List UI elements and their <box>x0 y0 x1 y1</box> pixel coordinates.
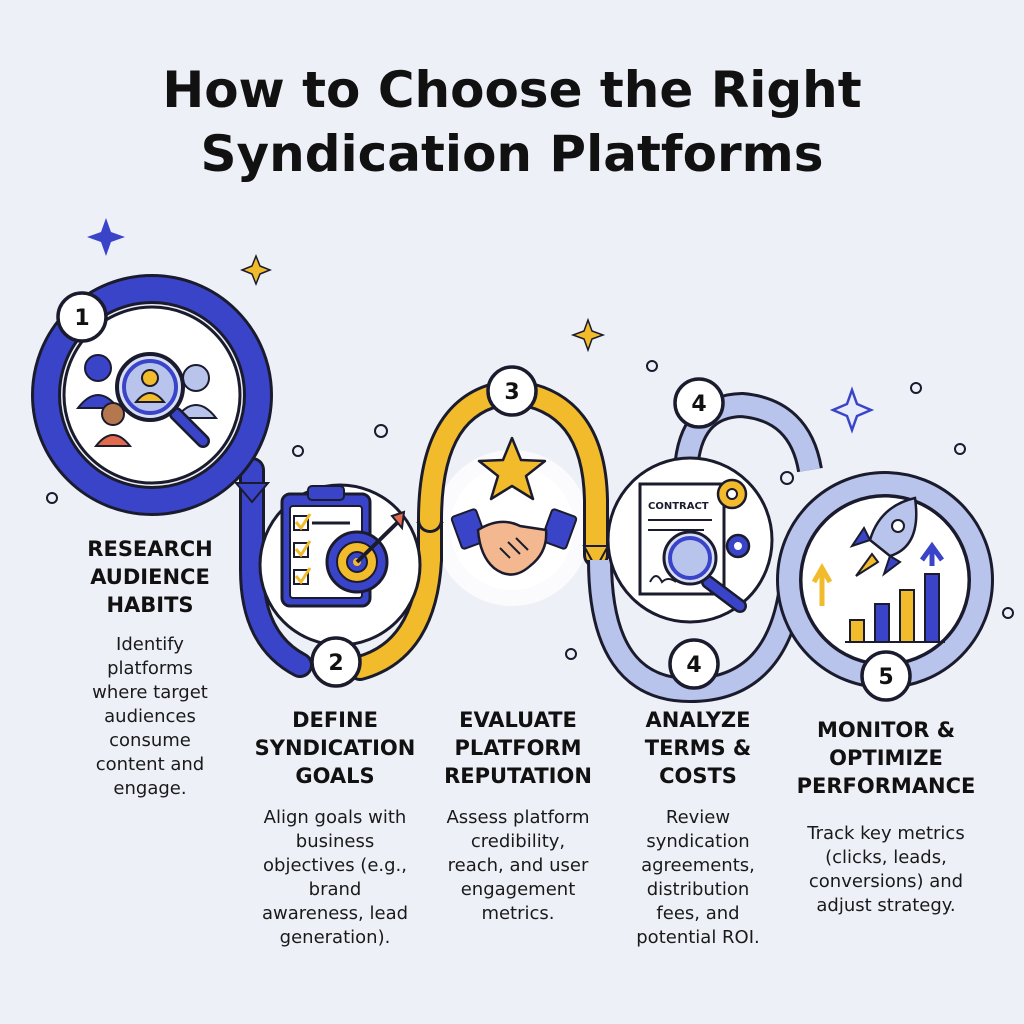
step-2-description: Align goals with business objectives (e.… <box>261 807 409 948</box>
title-line-1: How to Choose the Right <box>162 61 862 119</box>
sparkle-icon <box>239 253 273 287</box>
step-5-heading: MONITOR & OPTIMIZE PERFORMANCE <box>796 718 976 798</box>
dot-decoration <box>46 360 1014 660</box>
step-4-heading: ANALYZE TERMS & COSTS <box>644 708 752 788</box>
step-1-number: 1 <box>74 306 89 331</box>
step-5-badge: 5 <box>860 650 912 702</box>
step-4-number: 4 <box>691 392 706 417</box>
step-3-badge: 3 <box>486 365 538 417</box>
step-5-number: 5 <box>878 665 893 690</box>
step-4-badge-top: 4 <box>673 377 725 429</box>
contract-label: CONTRACT <box>648 501 709 512</box>
step-3-heading: EVALUATE PLATFORM REPUTATION <box>444 708 592 788</box>
step-1-badge: 1 <box>56 291 108 343</box>
page-title: How to Choose the Right Syndication Plat… <box>0 58 1024 186</box>
step-3-description: Assess platform credibility, reach, and … <box>446 807 590 924</box>
step-4-description: Review syndication agreements, distribut… <box>636 807 760 948</box>
connector-4-5 <box>587 391 823 704</box>
step-4-badge-bottom: 4 <box>668 638 720 690</box>
handshake-star-icon <box>450 436 578 576</box>
step-1-heading: RESEARCH AUDIENCE HABITS <box>87 537 213 617</box>
sparkle-icon <box>87 218 125 256</box>
step-1-description: Identify platforms where target audience… <box>92 634 208 799</box>
step-3-number: 3 <box>504 380 519 405</box>
connector-1-2 <box>233 457 313 678</box>
goal-target-icon <box>280 485 406 608</box>
sparkle-icon <box>570 317 606 353</box>
contract-review-icon: CONTRACT <box>638 478 751 613</box>
title-line-2: Syndication Platforms <box>200 125 824 183</box>
step-2-badge: 2 <box>310 636 362 688</box>
sparkle-icon <box>829 386 875 434</box>
audience-magnifier-icon <box>75 352 219 448</box>
step-2-number: 2 <box>328 651 343 676</box>
step-4-number-repeat: 4 <box>686 653 701 678</box>
rocket-growth-icon <box>811 496 945 643</box>
step-5-description: Track key metrics (clicks, leads, conver… <box>807 823 965 916</box>
step-2-heading: DEFINE SYNDICATION GOALS <box>254 708 416 788</box>
